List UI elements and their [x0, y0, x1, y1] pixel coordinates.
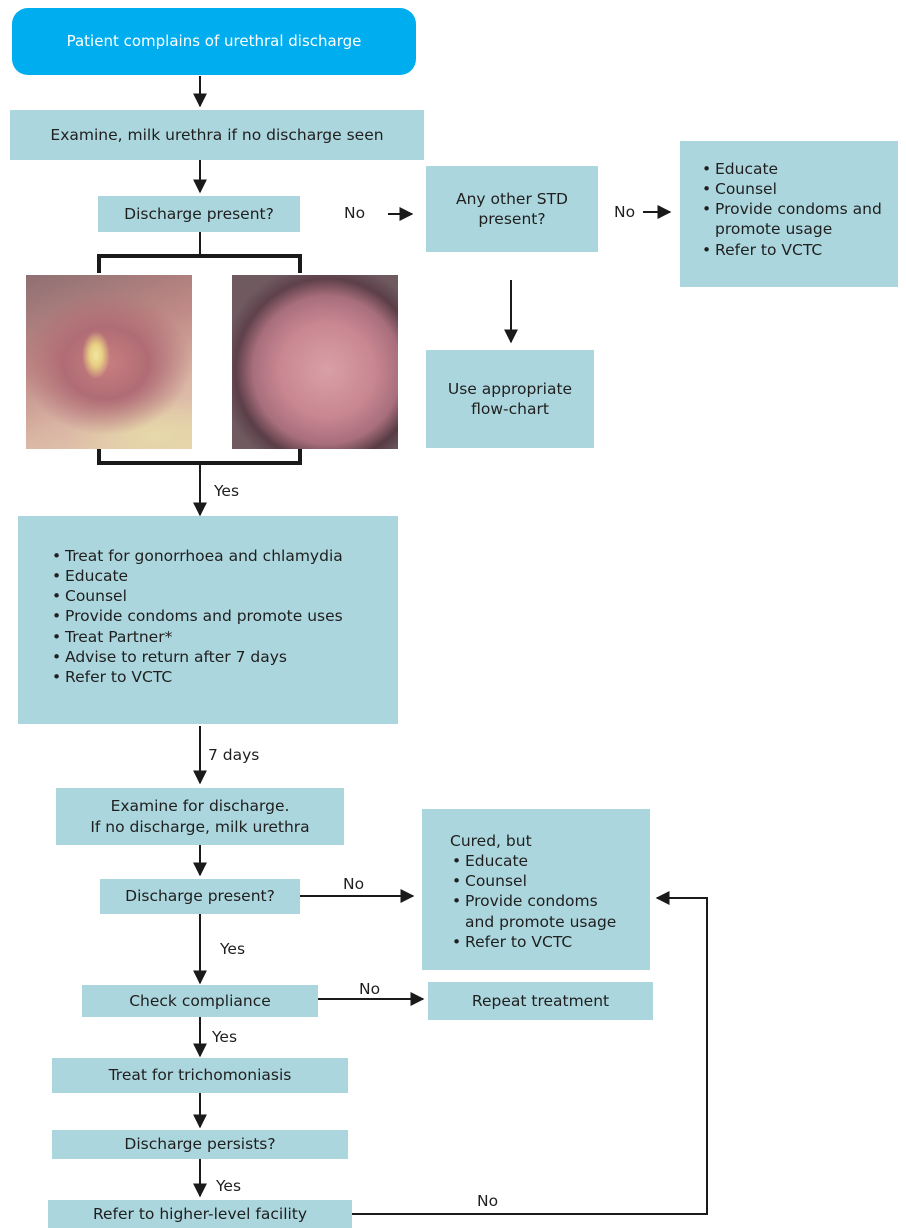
no-std-actions-node: Educate Counsel Provide condoms and prom… [680, 141, 898, 287]
list-item: Educate [52, 566, 343, 586]
discharge-persists-text: Discharge persists? [124, 1135, 276, 1154]
treat-trich-node: Treat for trichomoniasis [52, 1058, 348, 1093]
label-no-discharge-2: No [343, 875, 365, 893]
list-item: Refer to VCTC [452, 932, 625, 952]
treatment-list: Treat for gonorrhoea and chlamydia Educa… [52, 546, 343, 687]
list-item: Treat Partner* [52, 627, 343, 647]
list-item: Refer to VCTC [702, 240, 890, 260]
list-item: Advise to return after 7 days [52, 647, 343, 667]
treatment-node: Treat for gonorrhoea and chlamydia Educa… [18, 516, 398, 724]
cured-node: Cured, but Educate Counsel Provide condo… [422, 809, 650, 970]
repeat-treatment-node: Repeat treatment [428, 982, 653, 1020]
other-std-node: Any other STD present? [426, 166, 598, 252]
photo-bracket-bottom [97, 447, 302, 465]
photo-bracket-top [97, 254, 302, 273]
discharge-question-2-node: Discharge present? [100, 879, 300, 914]
label-no-persists: No [477, 1192, 499, 1210]
label-yes-discharge: Yes [214, 482, 240, 500]
label-yes-compliance: Yes [212, 1028, 238, 1046]
no-std-actions-list: Educate Counsel Provide condoms and prom… [702, 159, 890, 260]
check-compliance-text: Check compliance [129, 991, 271, 1010]
list-item: Counsel [702, 179, 890, 199]
list-item: Provide condoms and promote uses [52, 606, 343, 626]
discharge-photo-2 [232, 275, 398, 449]
list-item: Educate [452, 851, 625, 871]
start-node: Patient complains of urethral discharge [12, 8, 416, 75]
list-item: Educate [702, 159, 890, 179]
list-item: Refer to VCTC [52, 667, 343, 687]
refer-node: Refer to higher-level facility [48, 1200, 352, 1228]
list-item: Counsel [452, 871, 625, 891]
discharge-question-node: Discharge present? [98, 196, 300, 232]
list-item: Counsel [52, 586, 343, 606]
arrow-refer-back-to-cured [352, 891, 708, 1215]
refer-text: Refer to higher-level facility [92, 1204, 308, 1223]
examine-2-node: Examine for discharge. If no discharge, … [56, 788, 344, 845]
cured-content: Cured, but Educate Counsel Provide condo… [450, 831, 625, 952]
discharge-question-text: Discharge present? [124, 204, 274, 223]
check-compliance-node: Check compliance [82, 985, 318, 1017]
label-yes-discharge-2: Yes [220, 940, 246, 958]
flowchart-text: Use appropriate flow-chart [447, 379, 573, 418]
label-no-compliance: No [359, 980, 381, 998]
label-no-discharge: No [344, 204, 366, 222]
list-item: Provide condoms and promote usage [702, 199, 890, 239]
start-text: Patient complains of urethral discharge [66, 31, 362, 50]
label-no-other-std: No [614, 203, 636, 221]
label-yes-persists: Yes [216, 1177, 242, 1195]
examine-2-text: Examine for discharge. If no discharge, … [90, 797, 310, 836]
examine-node: Examine, milk urethra if no discharge se… [10, 110, 424, 160]
cured-list: Educate Counsel Provide condoms and prom… [450, 851, 625, 952]
repeat-treatment-text: Repeat treatment [471, 991, 610, 1010]
discharge-question-2-text: Discharge present? [125, 887, 275, 906]
list-item: Provide condoms and promote usage [452, 891, 625, 931]
cured-heading: Cured, but [450, 832, 532, 850]
label-seven-days: 7 days [208, 746, 260, 764]
list-item: Treat for gonorrhoea and chlamydia [52, 546, 343, 566]
discharge-photo-1 [26, 275, 192, 449]
other-std-text: Any other STD present? [456, 189, 568, 228]
examine-text: Examine, milk urethra if no discharge se… [50, 125, 384, 144]
flowchart-node: Use appropriate flow-chart [426, 350, 594, 448]
treat-trich-text: Treat for trichomoniasis [108, 1066, 292, 1085]
discharge-persists-node: Discharge persists? [52, 1130, 348, 1159]
